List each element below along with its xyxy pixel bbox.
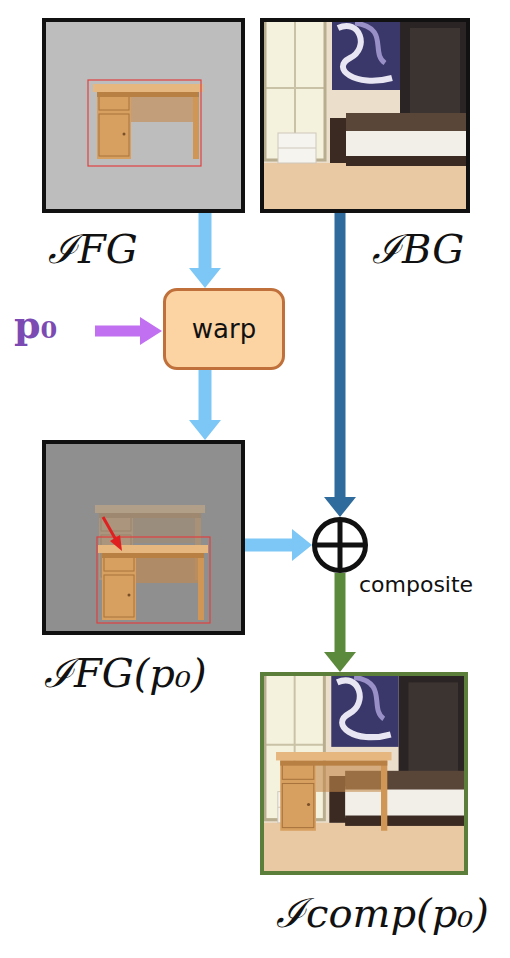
warped-foreground-image — [42, 440, 245, 635]
flow-arrow — [324, 213, 356, 517]
image-panel: ℐFG(p₀) — [42, 440, 245, 635]
arrow-head — [189, 268, 221, 288]
flow-arrow — [189, 370, 221, 440]
panel-label: ℐFG — [48, 220, 138, 275]
flow-arrow — [245, 529, 312, 561]
foreground-image — [42, 18, 245, 213]
sum-symbol — [316, 521, 364, 569]
arrow-shaft — [335, 213, 346, 499]
panel-label: composite — [359, 572, 473, 597]
flow-arrow — [324, 573, 356, 672]
process-box: warp — [163, 288, 285, 370]
arrow-shaft — [335, 573, 346, 654]
image-panel: ℐcomp(p₀) — [260, 672, 468, 875]
arrow-shaft — [199, 213, 212, 270]
arrow-shaft — [245, 539, 294, 552]
panel-label: ℐcomp(p₀) — [276, 884, 489, 939]
composite-image — [260, 672, 468, 875]
arrow-head — [324, 652, 356, 672]
arrow-head — [292, 529, 312, 561]
flow-arrow — [189, 213, 221, 288]
panel-label: ℐFG(p₀) — [44, 644, 207, 699]
arrow-head — [189, 420, 221, 440]
image-panel: ℐFG — [42, 18, 245, 213]
arrow-head — [324, 497, 356, 517]
offset-arrow — [95, 317, 162, 345]
background-image — [260, 18, 470, 213]
box-label: warp — [192, 314, 256, 344]
arrow-shaft — [199, 370, 212, 422]
image-panel: ℐBG — [260, 18, 470, 213]
parameter-label: p₀ — [14, 302, 57, 347]
operator-circle: composite — [312, 517, 368, 573]
panel-label: ℐBG — [372, 220, 464, 275]
